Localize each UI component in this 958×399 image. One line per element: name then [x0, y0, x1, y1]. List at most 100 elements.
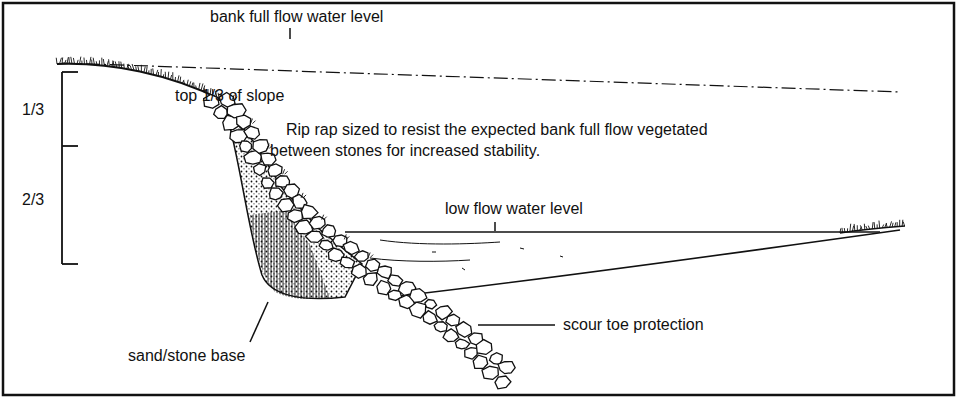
- grass-blade: [118, 61, 119, 67]
- grass-blade: [852, 226, 853, 232]
- grass-blade: [175, 77, 176, 81]
- grass-blade: [89, 57, 90, 65]
- grass-blade: [113, 61, 115, 68]
- grass-blade: [849, 224, 851, 232]
- rip-rap-stone: [309, 216, 325, 229]
- grass-blade: [882, 224, 884, 227]
- rip-rap-stone: [498, 362, 515, 374]
- rip-rap-stone: [363, 273, 377, 286]
- grass-blade: [152, 68, 154, 74]
- grass-blade: [135, 66, 137, 70]
- grass-blade: [895, 222, 896, 227]
- grass-blade: [844, 228, 846, 232]
- grass-blade: [59, 58, 61, 64]
- grass-blade: [156, 70, 158, 75]
- rip-rap-stone: [319, 240, 333, 250]
- label: top 1/3 of slope: [175, 86, 284, 106]
- grass-blade: [899, 220, 900, 227]
- grass-blade: [108, 59, 110, 66]
- grass-blade: [86, 60, 88, 64]
- grass-blade: [61, 57, 63, 63]
- grass-blade: [96, 61, 98, 65]
- rip-rap-stone: [305, 231, 323, 242]
- grass-blade: [874, 222, 876, 229]
- low-flow-line: [345, 231, 880, 232]
- label: bank full flow water level: [210, 7, 383, 27]
- grass-blade: [872, 222, 874, 229]
- rip-rap-stone: [473, 355, 488, 368]
- grass-blade: [864, 224, 865, 230]
- rip-rap-stone: [244, 126, 260, 139]
- vegetation: [250, 119, 255, 124]
- grass-blade: [868, 226, 870, 230]
- grass-blade: [132, 64, 134, 70]
- grass-blade: [56, 58, 58, 64]
- grass-blade: [93, 58, 94, 65]
- grass-blade: [840, 228, 842, 233]
- rip-rap-stone: [301, 205, 318, 219]
- rip-rap-stone: [476, 340, 492, 355]
- rip-rap-stone: [410, 289, 427, 303]
- label: scour toe protection: [563, 315, 704, 335]
- leader-tick: [494, 222, 496, 231]
- grass-blade: [144, 67, 145, 73]
- grass-blade: [68, 57, 70, 64]
- grass-blade: [187, 80, 188, 85]
- vegetation: [368, 253, 373, 258]
- rip-rap-stone: [434, 322, 447, 332]
- grass-blade: [83, 58, 85, 65]
- label: 1/3: [22, 100, 44, 120]
- label: sand/stone base: [128, 346, 245, 366]
- rip-rap-stone: [262, 178, 274, 188]
- rip-rap-stone: [214, 106, 228, 119]
- rip-rap-stone: [277, 199, 294, 212]
- vegetation: [344, 234, 349, 239]
- grass-blade: [120, 62, 122, 68]
- label: 2/3: [22, 190, 44, 210]
- grass-blade: [860, 225, 862, 230]
- sand-stone-base: [226, 112, 362, 299]
- grass-blade: [107, 61, 108, 66]
- rip-rap-stone: [268, 164, 282, 176]
- grass-blade: [902, 220, 904, 226]
- grass-blade: [886, 223, 887, 227]
- grass-blade: [160, 69, 161, 77]
- rip-rap-stone: [270, 188, 284, 200]
- grass-blade: [71, 57, 72, 64]
- rip-rap-stone: [490, 353, 503, 365]
- grass-blade: [168, 72, 170, 79]
- grass-blade: [99, 60, 100, 65]
- grass: [56, 57, 904, 233]
- stone-guide: [218, 98, 508, 378]
- grass-blade: [178, 75, 179, 81]
- leader-line: [250, 302, 268, 342]
- grass-blade: [192, 83, 193, 87]
- rip-rap-stone: [456, 322, 472, 338]
- rip-rap-stone: [495, 376, 511, 389]
- grass-blade: [130, 66, 131, 70]
- rip-rap-stone: [340, 257, 354, 268]
- grass-blade: [123, 64, 124, 69]
- grass-blade: [892, 223, 894, 227]
- leader-tick: [289, 28, 291, 39]
- rip-rap-stone: [253, 140, 269, 154]
- grass-blade: [148, 70, 149, 73]
- leader-line: [478, 324, 555, 326]
- grass-blade: [79, 57, 80, 64]
- grass-blade: [878, 221, 880, 229]
- grass-blade: [64, 60, 66, 64]
- rip-rap-stone: [288, 210, 303, 223]
- grass-blade: [146, 67, 148, 73]
- vegetation: [322, 215, 327, 220]
- rip-rap-stone: [351, 264, 366, 278]
- grass-blade: [857, 225, 858, 230]
- grass-blade: [101, 58, 102, 66]
- grass-blade: [141, 65, 142, 72]
- label: Rip rap sized to resist the expected ban…: [270, 119, 710, 161]
- rip-rap-stone: [482, 366, 498, 379]
- grass-blade: [847, 228, 848, 232]
- grass-blade: [841, 228, 842, 233]
- grass-blade: [903, 222, 904, 226]
